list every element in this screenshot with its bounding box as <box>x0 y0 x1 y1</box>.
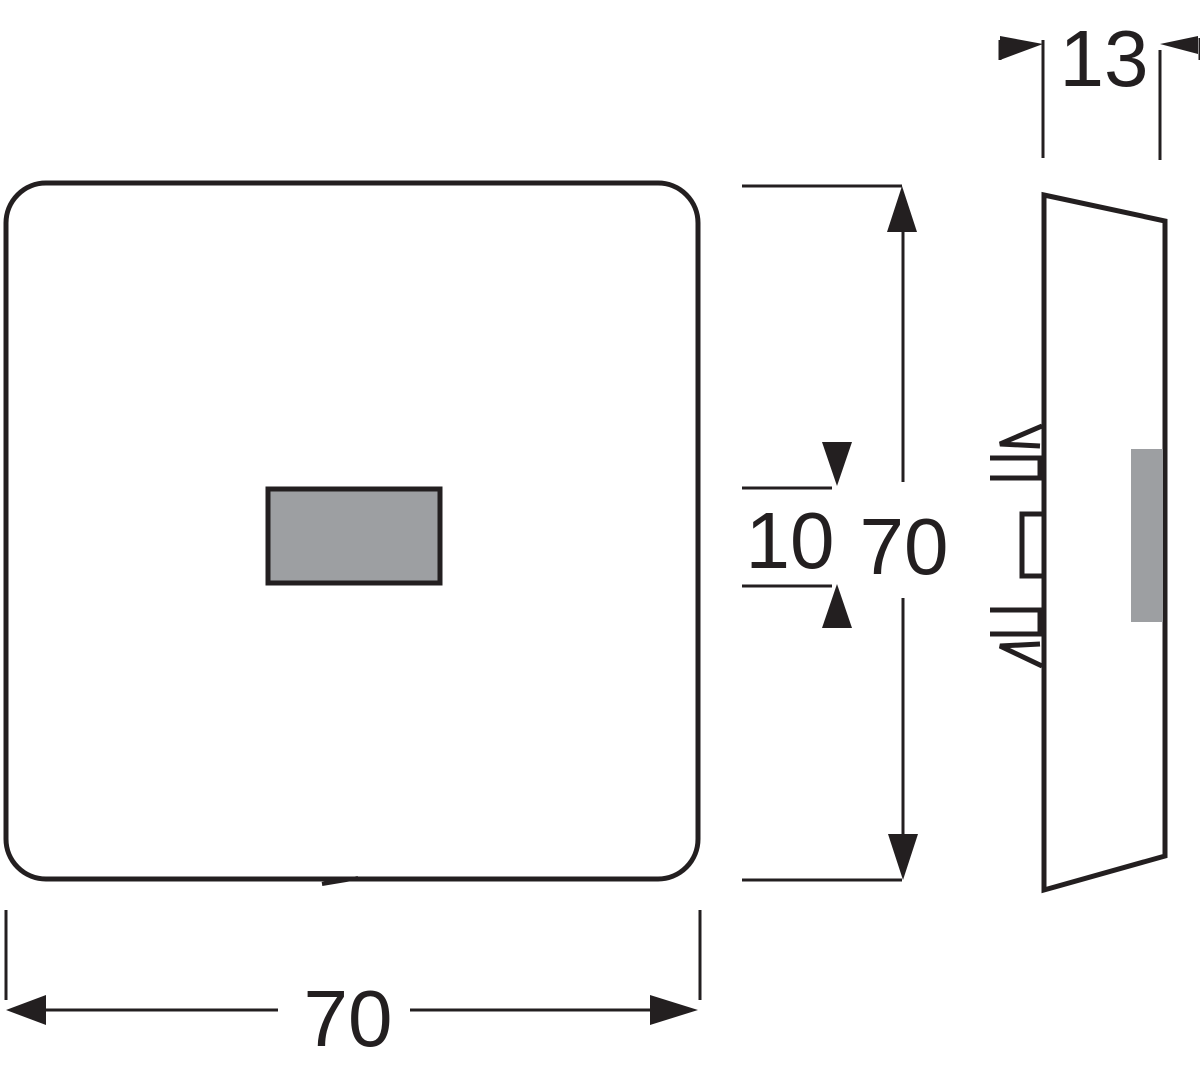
side-window-band <box>1131 449 1163 622</box>
side-profile-outline <box>1041 191 1168 894</box>
height-arrow-bottom <box>888 834 918 880</box>
window-dimension-label: 10 <box>746 496 835 585</box>
width-arrow-right <box>650 995 698 1025</box>
side-top-clip <box>999 423 1043 449</box>
indicator-window <box>265 486 443 586</box>
width-arrow-left <box>6 995 46 1025</box>
depth-dimension: 13 <box>998 14 1200 160</box>
side-top-tab <box>990 455 1043 481</box>
depth-dimension-label: 13 <box>1060 14 1149 103</box>
window-dimension: 10 <box>742 442 852 628</box>
side-view <box>990 191 1168 894</box>
side-center-tab <box>1019 511 1042 579</box>
width-dimension: 70 <box>4 910 702 1063</box>
window-arrow-bottom <box>822 584 852 628</box>
width-dimension-label: 70 <box>304 974 393 1063</box>
plate-bottom-notch <box>321 876 359 886</box>
side-bottom-tab <box>990 607 1043 637</box>
depth-arrow-left <box>1000 36 1043 60</box>
window-arrow-top <box>822 442 852 486</box>
height-dimension-label: 70 <box>860 502 949 591</box>
height-dimension: 70 <box>742 184 949 882</box>
front-view <box>3 180 701 886</box>
height-arrow-top <box>887 186 917 232</box>
side-bottom-clip <box>998 641 1044 669</box>
depth-arrow-right <box>1160 36 1198 54</box>
